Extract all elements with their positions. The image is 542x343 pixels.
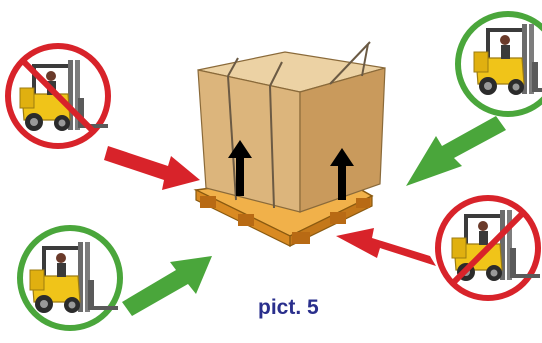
forklift-top-left-forbidden bbox=[5, 43, 111, 149]
arrow-green-bottom-left bbox=[122, 256, 212, 316]
forklift-bottom-left-allowed bbox=[17, 225, 123, 331]
lift-arrow-right bbox=[330, 148, 354, 200]
arrow-green-top-right bbox=[406, 116, 506, 186]
cardboard-box bbox=[197, 41, 386, 213]
picture-caption: pict. 5 bbox=[258, 296, 319, 319]
box-on-pallet bbox=[193, 41, 386, 247]
forklift-bottom-right-forbidden bbox=[435, 195, 541, 301]
lift-arrow-left bbox=[228, 140, 252, 196]
arrow-red-bottom-right bbox=[336, 228, 436, 266]
arrow-red-top-left bbox=[104, 146, 200, 190]
forklift-top-right-allowed bbox=[455, 11, 542, 117]
